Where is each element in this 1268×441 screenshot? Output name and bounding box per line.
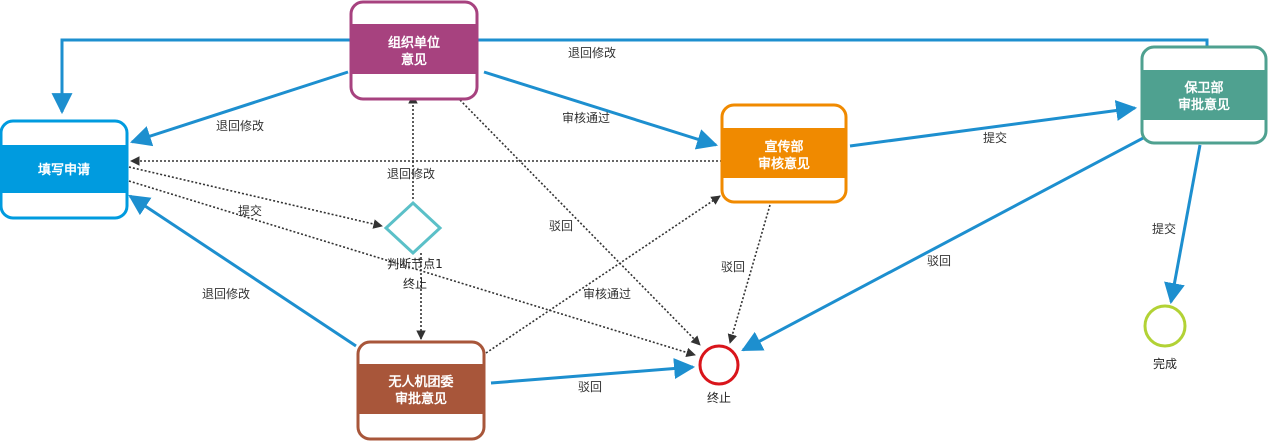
edge-apply-to-end (128, 180, 696, 358)
edge-bw-to-apply (51, 38, 1209, 115)
edge-xc-to-end (727, 204, 771, 344)
edge-label-bw-to-end: 驳回 (927, 254, 951, 268)
node-xc-title-1: 宣传部 (764, 139, 803, 155)
node-end[interactable] (698, 344, 740, 386)
node-judge-label-1: 判断节点1 (387, 256, 443, 271)
edge-wrj-to-end (490, 358, 696, 385)
node-done[interactable] (1143, 304, 1187, 348)
edge-apply-to-judge (128, 166, 383, 229)
edge-wrj-to-xc (485, 195, 721, 354)
node-xc-title-2: 审核意见 (758, 156, 810, 172)
node-apply[interactable]: 填写申请 (0, 119, 129, 220)
node-judge[interactable] (383, 200, 443, 256)
edge-label-wrj-to-apply: 退回修改 (202, 286, 250, 301)
node-org[interactable]: 组织单位 意见 (349, 0, 479, 101)
node-apply-title: 填写申请 (38, 162, 90, 178)
node-org-title-1: 组织单位 (388, 35, 440, 51)
edge-org-to-xc (483, 70, 719, 150)
node-end-label: 终止 (707, 390, 731, 405)
edge-wrj-to-apply (128, 194, 357, 348)
edge-label-xc-to-apply: 退回修改 (387, 166, 435, 181)
edge-label-apply-to-judge: 提交 (238, 203, 262, 218)
node-wrj[interactable]: 无人机团委 审批意见 (356, 340, 486, 441)
edge-label-bw-to-done: 提交 (1152, 221, 1176, 236)
node-judge-label-2: 终止 (403, 276, 427, 291)
node-bw-title-1: 保卫部 (1183, 80, 1223, 96)
node-org-title-2: 意见 (401, 52, 427, 68)
node-bw-title-2: 审批意见 (1178, 97, 1230, 113)
node-bw[interactable]: 保卫部 审批意见 (1140, 45, 1268, 145)
edge-xc-to-bw (849, 100, 1138, 148)
edge-bw-to-done (1164, 144, 1202, 305)
edge-label-xc-to-bw: 提交 (983, 130, 1007, 145)
node-xc[interactable]: 宣传部 审核意见 (720, 103, 848, 204)
node-done-label: 完成 (1153, 356, 1177, 371)
edge-label-xc-to-end: 驳回 (721, 260, 745, 274)
edge-label-org-to-xc: 审核通过 (562, 110, 610, 125)
edge-label-org-to-apply: 退回修改 (216, 118, 264, 133)
edge-bw-to-end (741, 135, 1146, 352)
edge-org-to-apply (130, 70, 349, 147)
node-wrj-title-2: 审批意见 (395, 391, 447, 407)
edge-label-bw-to-apply: 退回修改 (568, 45, 616, 60)
edge-org-to-end (459, 99, 701, 346)
edge-label-wrj-to-xc: 审核通过 (583, 286, 631, 301)
node-wrj-title-1: 无人机团委 (387, 374, 453, 390)
edge-label-wrj-to-end: 驳回 (578, 380, 602, 394)
edge-label-org-to-end: 驳回 (549, 219, 573, 233)
